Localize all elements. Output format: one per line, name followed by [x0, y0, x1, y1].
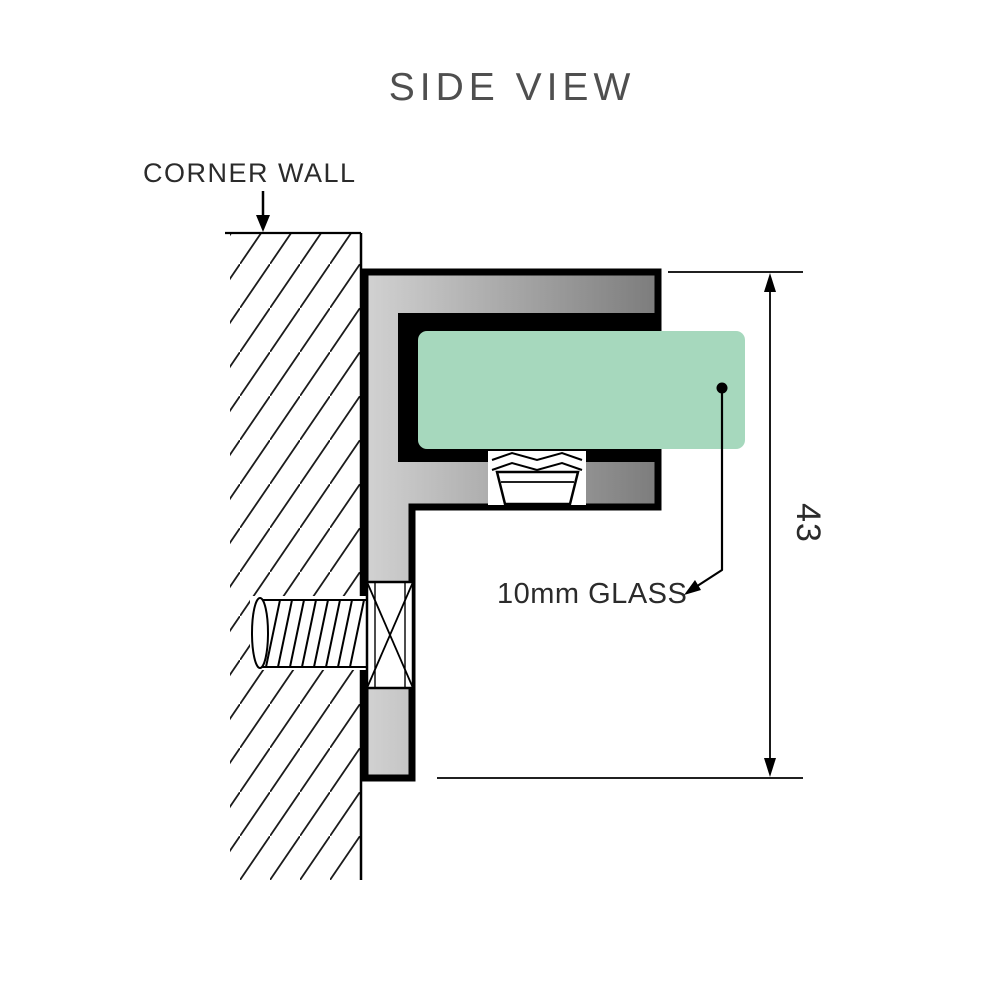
corner-wall-label: CORNER WALL — [143, 158, 357, 188]
dimension-line — [764, 273, 776, 777]
screw-head — [365, 580, 415, 690]
glass-label: 10mm GLASS — [497, 578, 687, 610]
glass-leader-line — [684, 388, 724, 595]
gasket — [488, 451, 586, 506]
wall-line — [225, 231, 363, 880]
screw — [250, 596, 368, 670]
wall-hatching — [230, 233, 361, 880]
corner-wall-arrow — [256, 191, 270, 232]
glass-leader-dot — [716, 382, 728, 394]
glass-panel — [418, 331, 745, 449]
dimension-label: 43 — [789, 503, 827, 543]
page-title: SIDE VIEW — [389, 66, 636, 109]
